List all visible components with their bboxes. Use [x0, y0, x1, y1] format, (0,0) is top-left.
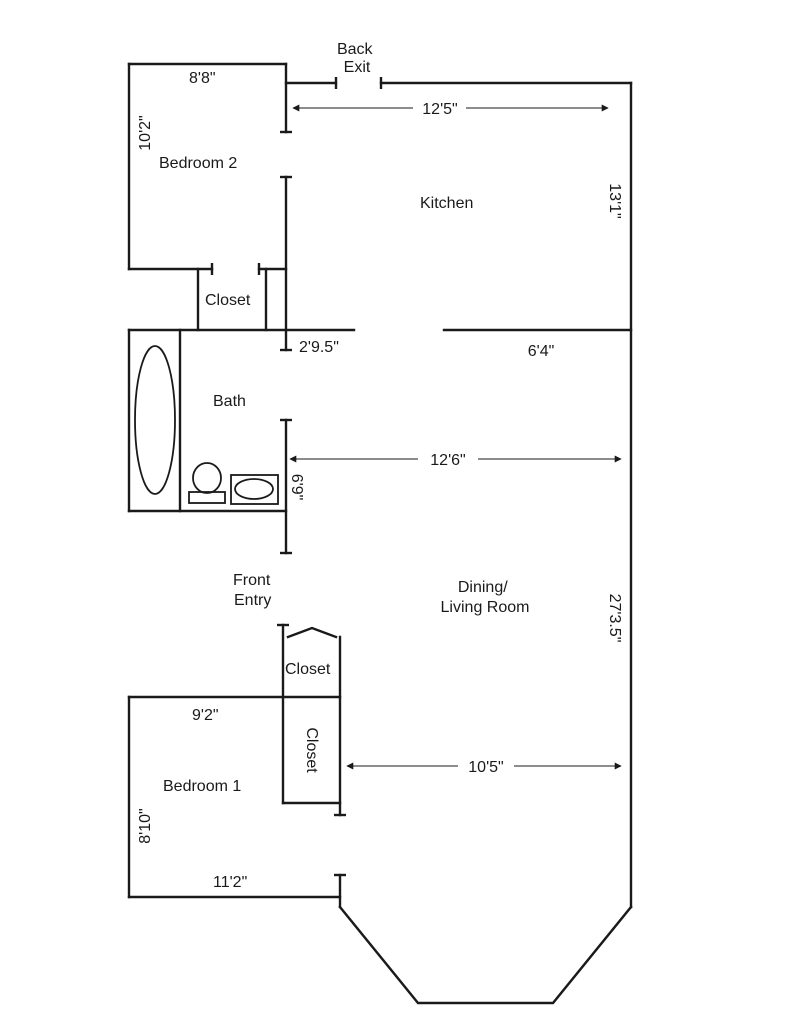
dimension-labels: 8'8" 10'2" 12'5" 13'1" 2'9.5" 6'4" 12'6"… — [137, 70, 623, 891]
dim-kitchen-depth: 13'1" — [606, 183, 623, 218]
room-label-closet-hall: Closet — [285, 661, 331, 678]
front-entry-line2: Entry — [234, 592, 271, 609]
dim-bedroom2-width: 8'8" — [189, 70, 216, 87]
back-exit-line1: Back — [337, 41, 374, 58]
dimension-lines — [289, 104, 622, 770]
dining-line2: Living Room — [441, 599, 530, 616]
dim-bedroom1-width: 9'2" — [192, 707, 219, 724]
bath-fixtures — [134, 345, 279, 505]
dim-kitchen-width: 12'5" — [422, 101, 457, 118]
room-label-bedroom2: Bedroom 2 — [159, 155, 237, 172]
dim-kitchen-wall: 6'4" — [528, 343, 555, 360]
dim-bedroom1-bottom: 11'2" — [213, 874, 247, 891]
room-label-closet-bedroom1: Closet — [303, 727, 320, 773]
room-label-bath: Bath — [213, 393, 246, 410]
bathtub-icon — [134, 345, 176, 495]
front-entry-line1: Front — [233, 572, 271, 589]
dim-living-depth: 27'3.5" — [606, 594, 623, 643]
hall-closet-top — [286, 626, 338, 639]
bay-window-wall — [338, 905, 633, 1005]
dim-bedroom2-depth: 10'2" — [137, 115, 154, 150]
room-label-closet-top: Closet — [205, 292, 251, 309]
dim-bedroom1-depth: 8'10" — [137, 808, 154, 843]
back-exit-label: Back Exit — [337, 41, 377, 76]
dining-line1: Dining/ — [458, 579, 508, 596]
toilet-icon — [188, 462, 226, 504]
room-label-dining-living: Dining/ Living Room — [441, 579, 530, 616]
room-label-bedroom1: Bedroom 1 — [163, 778, 241, 795]
room-labels: Bedroom 2 Kitchen Closet Bath Front Entr… — [159, 41, 529, 795]
room-label-front-entry: Front Entry — [233, 572, 275, 609]
walls — [127, 62, 633, 1005]
dim-bath-depth: 6'9" — [288, 474, 305, 501]
dim-living-width: 12'6" — [430, 452, 465, 469]
dim-lower-width: 10'5" — [468, 759, 503, 776]
back-exit-line2: Exit — [344, 59, 371, 76]
dim-opening: 2'9.5" — [299, 339, 339, 356]
wall-end-ticks — [210, 77, 383, 877]
room-label-kitchen: Kitchen — [420, 195, 473, 212]
sink-icon — [230, 474, 279, 505]
